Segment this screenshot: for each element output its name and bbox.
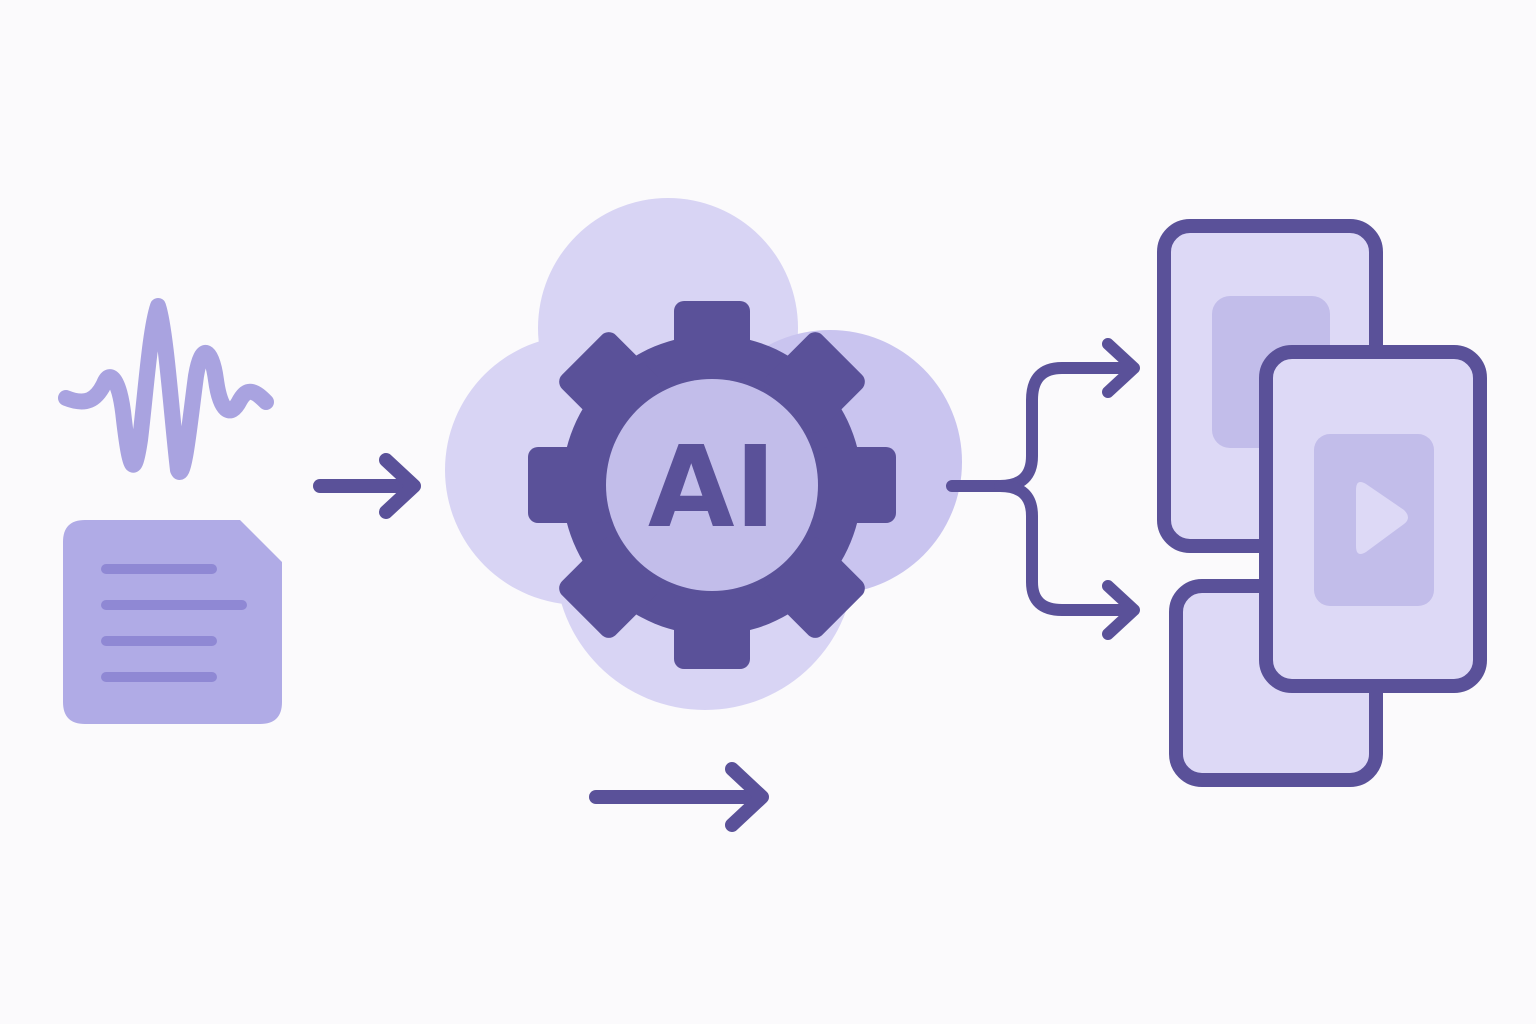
gear-center <box>606 379 818 591</box>
input-group <box>58 298 282 724</box>
ai-processing-cloud: AI <box>445 198 962 710</box>
ai-label: AI <box>648 423 776 553</box>
document-text-lines <box>101 564 247 682</box>
output-cards <box>1157 219 1487 787</box>
document-icon <box>63 520 282 724</box>
play-icon <box>1356 482 1408 554</box>
branch-connector <box>946 338 1140 640</box>
arrow-right-icon <box>313 453 421 519</box>
sound-wave-icon <box>58 298 274 480</box>
output-card-video <box>1259 345 1487 693</box>
arrow-right-lower-icon <box>589 762 769 832</box>
